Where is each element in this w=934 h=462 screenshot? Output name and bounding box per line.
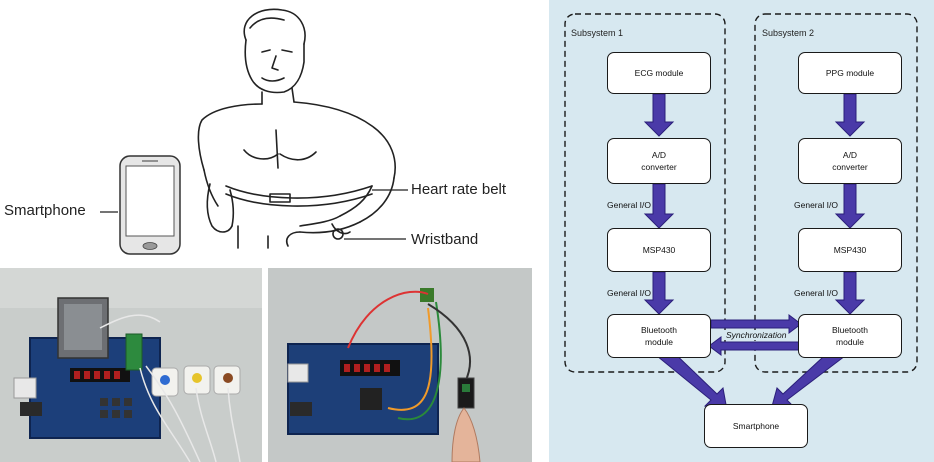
- ppg-board-photo-image: [268, 268, 532, 462]
- subsystem1-title: Subsystem 1: [571, 28, 624, 38]
- smartphone-drawing: [119, 155, 181, 255]
- system-block-diagram: Subsystem 1 Subsystem 2 ECG module A/D c…: [549, 0, 934, 462]
- arrow-ad-to-msp-1: [643, 183, 675, 229]
- ad-converter-box-1: A/D converter: [607, 138, 711, 184]
- smartphone-box: Smartphone: [704, 404, 808, 448]
- heart-rate-belt-label: Heart rate belt: [411, 181, 507, 198]
- subsystem2-region: [754, 13, 918, 373]
- arrow-ecg-to-ad: [643, 93, 675, 137]
- diagram-connectors: [564, 13, 918, 411]
- msp430-box-1: MSP430: [607, 228, 711, 272]
- arrow-ad-to-msp-2: [834, 183, 866, 229]
- subsystem2-title: Subsystem 2: [762, 28, 815, 38]
- wristband-label: Wristband: [411, 231, 479, 248]
- person-sketch: [100, 8, 408, 255]
- flow-arrows: [643, 93, 866, 411]
- arrow-msp-to-bt-2: [834, 271, 866, 315]
- wearable-illustration: Smartphone Heart rate belt Wristband: [0, 0, 540, 262]
- ppg-module-box: PPG module: [798, 52, 902, 94]
- sync-arrow-right: [710, 314, 802, 334]
- bluetooth-module-box-1: Bluetooth module: [607, 314, 711, 358]
- bluetooth-module-box-2: Bluetooth module: [798, 314, 902, 358]
- general-io-label-2b: General I/O: [794, 288, 838, 298]
- ppg-board-photo: [268, 268, 532, 462]
- general-io-label-2a: General I/O: [794, 200, 838, 210]
- arrow-msp-to-bt-1: [643, 271, 675, 315]
- smartphone-label: Smartphone: [4, 202, 86, 219]
- ecg-module-box: ECG module: [607, 52, 711, 94]
- msp430-box-2: MSP430: [798, 228, 902, 272]
- general-io-label-1b: General I/O: [607, 288, 651, 298]
- ad-converter-box-2: A/D converter: [798, 138, 902, 184]
- ecg-board-photo: [0, 268, 262, 462]
- synchronization-label: Synchronization: [724, 330, 789, 340]
- arrow-ppg-to-ad: [834, 93, 866, 137]
- person-drawing: [197, 8, 396, 249]
- general-io-label-1a: General I/O: [607, 200, 651, 210]
- sync-arrow-left: [708, 336, 800, 356]
- subsystem1-region: [564, 13, 726, 373]
- ecg-board-photo-image: [0, 268, 262, 462]
